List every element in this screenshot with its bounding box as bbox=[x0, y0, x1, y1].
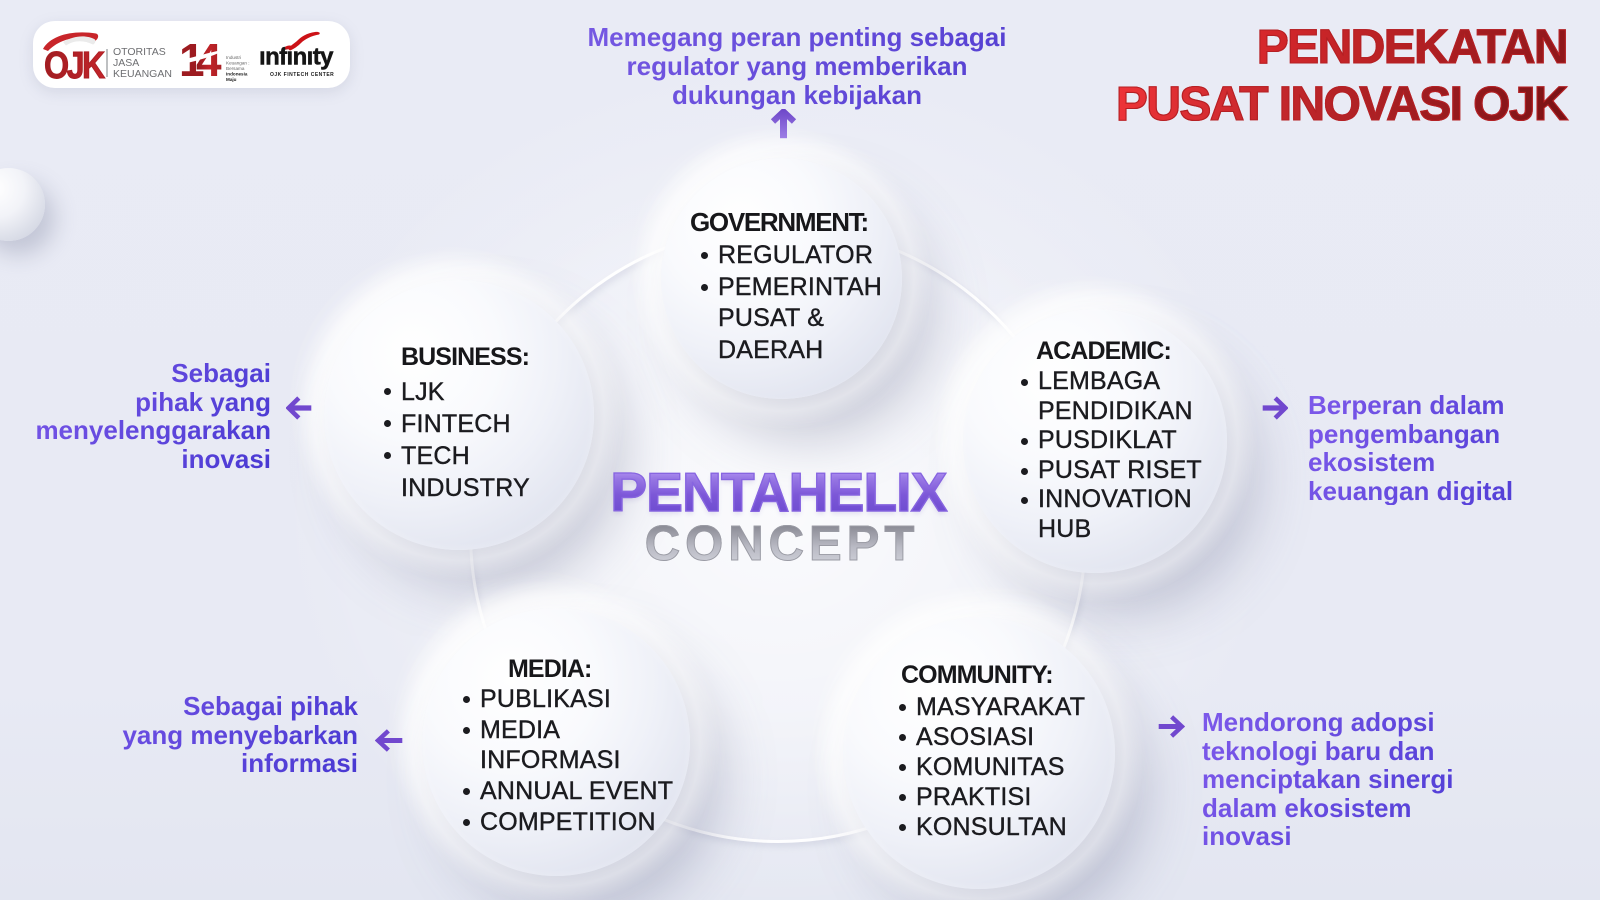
svg-text:ınfınıty: ınfınıty bbox=[259, 44, 334, 71]
svg-text:4: 4 bbox=[196, 34, 222, 86]
svg-text:Indonesia: Indonesia bbox=[226, 72, 248, 77]
svg-text:OTORITAS: OTORITAS bbox=[113, 46, 166, 58]
svg-text:Industri: Industri bbox=[226, 55, 241, 60]
svg-text:OJK FINTECH CENTER: OJK FINTECH CENTER bbox=[270, 72, 334, 78]
svg-text:KEUANGAN: KEUANGAN bbox=[113, 68, 172, 80]
svg-text:Maju: Maju bbox=[226, 77, 237, 82]
svg-text:JASA: JASA bbox=[113, 57, 139, 69]
svg-text:Bersama: Bersama bbox=[226, 66, 245, 71]
svg-text:OJK: OJK bbox=[44, 45, 106, 87]
svg-text:Keuangan :: Keuangan : bbox=[226, 61, 250, 66]
